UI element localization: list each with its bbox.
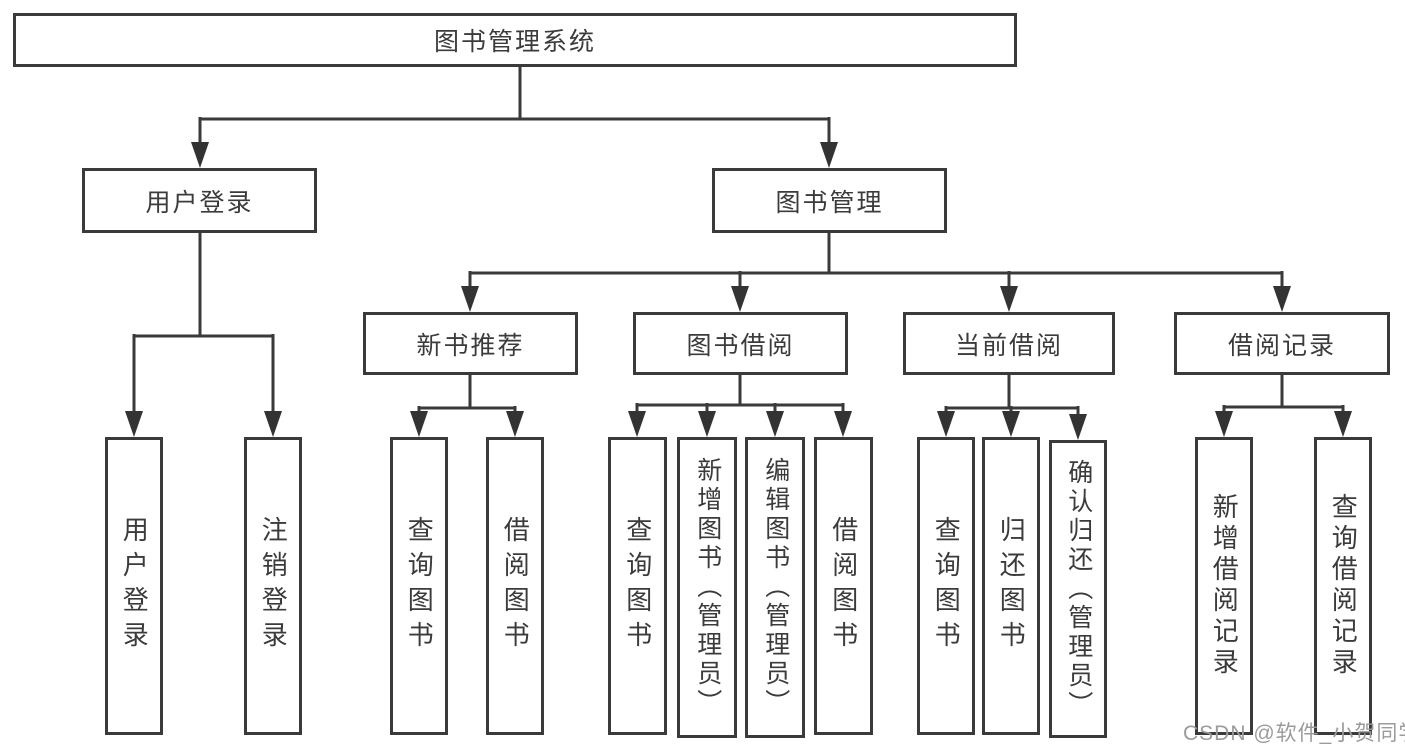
- leaf-add-books-admin: 新增图书（管理员）: [677, 437, 737, 738]
- leaf-add-books-admin-label: 新增图书（管理员）: [693, 457, 722, 718]
- leaf-add-borrow-record-label: 新增借阅记录: [1209, 493, 1240, 679]
- leaf-logout: 注销登录: [244, 437, 302, 735]
- csdn-watermark: CSDN @软件_小贺同学: [1183, 722, 1405, 745]
- leaf-user-login: 用户登录: [105, 437, 163, 735]
- node-user-login: 用户登录: [82, 168, 317, 233]
- leaf-query-books-2: 查询图书: [608, 437, 667, 735]
- leaf-borrow-books-2-label: 借阅图书: [828, 516, 859, 656]
- leaf-query-borrow-record: 查询借阅记录: [1314, 437, 1372, 735]
- leaf-borrow-books-2: 借阅图书: [814, 437, 873, 735]
- leaf-return-books-label: 归还图书: [996, 516, 1027, 656]
- leaf-return-books: 归还图书: [982, 437, 1040, 735]
- node-current-borrow: 当前借阅: [903, 312, 1115, 375]
- node-new-book-recommend: 新书推荐: [363, 312, 578, 375]
- leaf-logout-label: 注销登录: [258, 516, 289, 656]
- leaf-borrow-books-1: 借阅图书: [486, 437, 544, 735]
- leaf-user-login-label: 用户登录: [119, 516, 150, 656]
- node-borrow-records: 借阅记录: [1174, 312, 1390, 375]
- leaf-query-books-1: 查询图书: [390, 437, 448, 735]
- leaf-query-borrow-record-label: 查询借阅记录: [1328, 493, 1359, 679]
- leaf-query-books-1-label: 查询图书: [404, 516, 435, 656]
- leaf-edit-books-admin: 编辑图书（管理员）: [745, 437, 805, 738]
- leaf-query-books-3: 查询图书: [917, 437, 975, 735]
- node-system-root: 图书管理系统: [13, 13, 1017, 67]
- node-book-management: 图书管理: [712, 168, 947, 233]
- leaf-edit-books-admin-label: 编辑图书（管理员）: [761, 457, 790, 718]
- leaf-add-borrow-record: 新增借阅记录: [1195, 437, 1253, 735]
- leaf-query-books-2-label: 查询图书: [622, 516, 653, 656]
- leaf-query-books-3-label: 查询图书: [931, 516, 962, 656]
- leaf-confirm-return-admin: 确认归还（管理员）: [1049, 440, 1107, 738]
- leaf-borrow-books-1-label: 借阅图书: [500, 516, 531, 656]
- node-book-borrow: 图书借阅: [633, 312, 848, 375]
- leaf-confirm-return-admin-label: 确认归还（管理员）: [1064, 458, 1093, 720]
